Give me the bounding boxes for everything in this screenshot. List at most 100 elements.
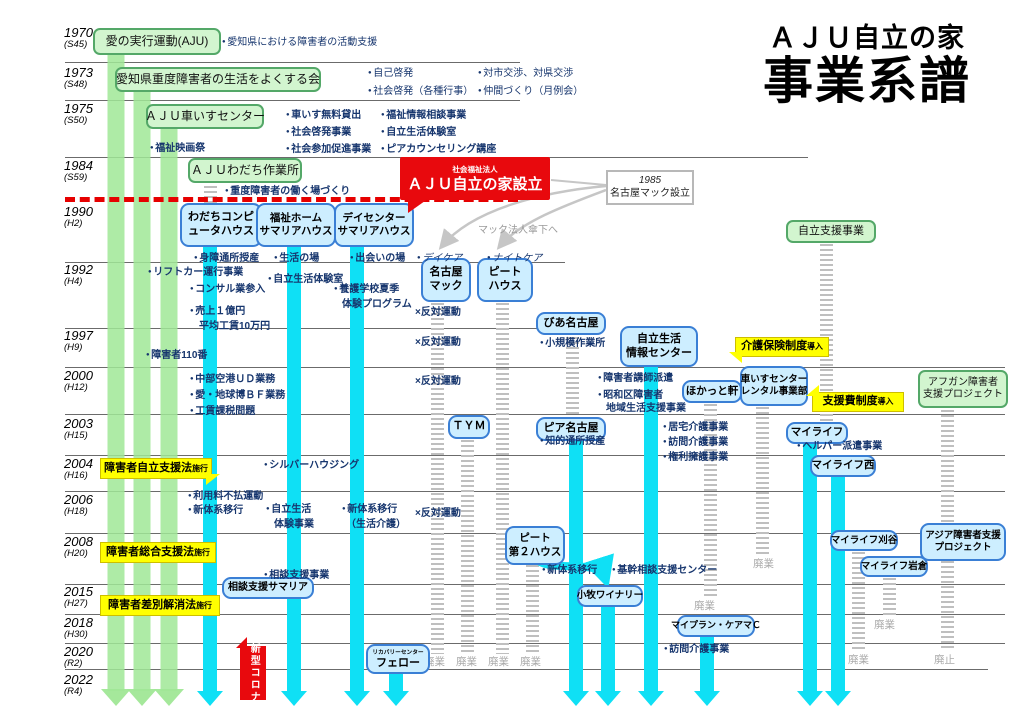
annotation-11: 福祉映画祭 xyxy=(150,139,205,154)
closed-label-8: 廃止 xyxy=(934,654,955,666)
box-jiritsu-jouhou-center-label: 情報センター xyxy=(626,347,692,361)
timeline-yokusurukai xyxy=(125,92,159,706)
timeline-komaki-winery-arrowhead xyxy=(595,691,621,706)
box-ai-no-jikko-label: 愛の実行運動(AJU) xyxy=(106,34,209,49)
annotation-52: 訪問介護事業 xyxy=(664,640,729,655)
box-nagoya-mac-label: 名古屋 xyxy=(430,266,463,280)
annotation-33: 工賃課税問題 xyxy=(190,402,255,417)
year-era: (R2) xyxy=(64,657,83,669)
timeline-komaki-winery xyxy=(591,607,625,706)
year-number: 1973 xyxy=(64,65,93,80)
note-jiritsu-shien-hou-callout-tail xyxy=(206,474,220,485)
annotation-40: 知的通所授産 xyxy=(540,432,605,447)
timeline-yokusurukai-shaft xyxy=(133,92,151,691)
box-kurumaisu-center-label: ＡＪＵ車いすセンター xyxy=(145,109,265,124)
box-hokatto-ken-label: ほかっと軒 xyxy=(686,385,739,398)
note-shienhi-seido-callout-tail xyxy=(806,385,819,396)
box-pete-2nd-house: ピート第２ハウス xyxy=(505,526,565,565)
box-afghan-project: アフガン障害者支援プロジェクト xyxy=(918,370,1008,408)
callout-covid-text: 新型コロナ xyxy=(248,643,260,703)
note-sougou-shien-hou-label: 障害者総合支援法施行 xyxy=(106,546,210,560)
annotation-36: 地域生活支援事業 xyxy=(606,403,686,414)
box-nagoya-mac-text: 名古屋 xyxy=(429,266,463,279)
box-myplan-caremaC-label: マイプラン・ケアマＣ xyxy=(671,620,761,631)
box-fukushi-home-samaria-label: サマリアハウス xyxy=(259,225,332,238)
box-soudan-shien-samaria-label: 相談支援サマリア xyxy=(228,582,308,595)
note-kaigo-hoken-seido-text: 導入 xyxy=(807,342,823,352)
closed-label-3: 廃業 xyxy=(520,656,541,668)
year-label-2000: 2000(H12) xyxy=(64,369,106,393)
box-tym-text: ＴＹＭ xyxy=(452,420,486,433)
box-pete-2nd-house-text: ピート xyxy=(519,532,551,545)
annotation-28: ×反対運動 xyxy=(415,508,461,519)
callout-aju-setsuritsu-label: 社会福祉法人 xyxy=(452,163,497,176)
box-rental-jigyobu: 車いすセンターレンタル事業部 xyxy=(740,366,808,406)
annotation-46: 体験事業 xyxy=(274,519,314,530)
box-pete-2nd-house-label: ピート xyxy=(519,532,551,545)
box-wadachi-computer-house: わだちコンピュータハウス xyxy=(180,203,262,247)
timeline-jiritsu-jouhou-center xyxy=(634,367,668,706)
box-wadachi-sagyosho-text: ＡＪＵわだち作業所 xyxy=(190,163,299,177)
timeline-mylife xyxy=(793,444,827,706)
year-number: 2020 xyxy=(64,644,93,659)
year-divider-line xyxy=(65,491,1005,492)
timeline-myplan-caremaC-arrowhead xyxy=(694,691,720,706)
year-era: (H15) xyxy=(64,429,88,441)
annotation-22: 自立生活体験室 xyxy=(268,270,343,285)
box-jiritsu-shien-jigyo: 自立支援事業 xyxy=(786,220,876,243)
annotation-0: 愛知県における障害者の活動支援 xyxy=(222,33,377,48)
year-divider-line xyxy=(65,100,520,101)
note-sabetsu-kaishou-hou-label: 障害者差別解消法施行 xyxy=(108,599,212,613)
era-divider-red-dashed xyxy=(65,197,518,202)
year-label-2022: 2022(R4) xyxy=(64,673,106,697)
closed-label-5: 廃業 xyxy=(753,558,774,570)
box-yokusurukai: 愛知県重度障害者の生活をよくする会 xyxy=(115,67,321,92)
annotation-24: 体験プログラム xyxy=(342,299,412,310)
box-wadachi-computer-house-label: ュータハウス xyxy=(188,225,254,239)
note-kaigo-hoken-seido-text: 介護保険制度 xyxy=(741,340,808,353)
closed-label-2: 廃業 xyxy=(488,656,509,668)
annotation-14: 生活の場 xyxy=(274,249,319,264)
annotation-43: 利用料不払運動 xyxy=(188,487,263,502)
box-nagoya-mac: 名古屋マック xyxy=(421,258,471,302)
box-jiritsu-jouhou-center-text: 自立生活 xyxy=(637,332,681,345)
box-mylife-label: マイライフ xyxy=(791,426,844,439)
box-recovery-fellow-text: リカバリーセンター xyxy=(372,650,424,657)
year-number: 2022 xyxy=(64,672,93,687)
box-daycenter-samaria-text: サマリアハウス xyxy=(337,225,411,237)
box-fukushi-home-samaria-text: サマリアハウス xyxy=(259,225,333,237)
year-era: (S59) xyxy=(64,171,88,183)
box-1985-nagoya-mac-text: 1985 xyxy=(638,175,662,186)
year-era: (S50) xyxy=(64,114,88,126)
annotation-20: 売上１億円 xyxy=(190,302,245,317)
annotation-2: 社会啓発（各種行事） xyxy=(368,82,473,97)
box-myplan-caremaC: マイプラン・ケアマＣ xyxy=(671,615,761,637)
box-pete-2nd-house-label: 第２ハウス xyxy=(509,546,562,559)
timeline-jiritsu-jouhou-center-shaft xyxy=(644,367,658,691)
closed-label-7: 廃業 xyxy=(848,654,869,666)
annotation-19: コンサル業参入 xyxy=(190,280,265,295)
note-jiritsu-shien-hou-text: 施行 xyxy=(192,463,208,473)
annotation-23: 養護学校夏季 xyxy=(334,280,399,295)
timeline-ai-no-jikko-shaft xyxy=(107,46,125,691)
annotation-18: リフトカー運行事業 xyxy=(148,263,243,278)
box-mylife-kariya: マイライフ刈谷 xyxy=(830,530,898,551)
annotation-53: マック法人傘下へ xyxy=(478,225,558,236)
year-era: (H18) xyxy=(64,505,88,517)
year-era: (H4) xyxy=(64,275,83,287)
closed-label-1: 廃業 xyxy=(456,656,477,668)
year-label-2003: 2003(H15) xyxy=(64,417,106,441)
timeline-pia-nagoya-arrowhead xyxy=(563,691,589,706)
timeline-mylife-shaft xyxy=(803,444,817,691)
annotation-30: 小規模作業所 xyxy=(540,334,605,349)
note-kaigo-hoken-seido: 介護保険制度導入 xyxy=(729,337,829,363)
box-mylife-west: マイライフ西 xyxy=(810,455,876,477)
annotation-38: 訪問介護事業 xyxy=(663,433,728,448)
year-era: (S45) xyxy=(64,38,88,50)
box-asia-project-label: アジア障害者支援 xyxy=(925,530,1001,542)
year-divider-line xyxy=(65,62,520,63)
ladder-afghan-project xyxy=(940,410,954,523)
box-asia-project-text: プロジェクト xyxy=(934,542,992,553)
note-shienhi-seido-text: 支援費制度 xyxy=(822,395,878,408)
